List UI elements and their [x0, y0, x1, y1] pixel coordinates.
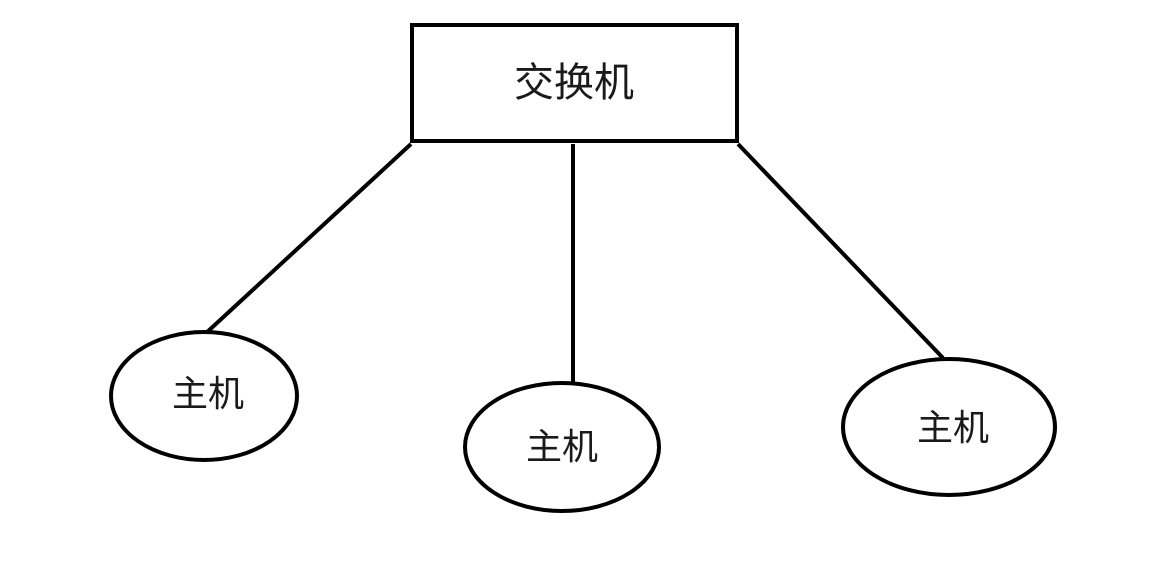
edge-switch-to-host-left: [203, 142, 413, 336]
node-host-right[interactable]: 主机: [841, 357, 1057, 497]
edge-switch-to-host-right: [736, 142, 945, 360]
host-middle-label: 主机: [526, 427, 598, 468]
host-right-ellipse[interactable]: [841, 357, 1057, 497]
host-left-ellipse[interactable]: [109, 330, 299, 462]
node-switch[interactable]: 交换机: [410, 23, 739, 143]
switch-label: 交换机: [514, 60, 634, 106]
host-middle-ellipse[interactable]: [463, 381, 661, 513]
node-host-left[interactable]: 主机: [109, 330, 299, 462]
host-left-label: 主机: [172, 374, 244, 415]
host-right-label: 主机: [917, 408, 989, 449]
switch-box[interactable]: [410, 23, 739, 143]
node-host-middle[interactable]: 主机: [463, 381, 661, 513]
